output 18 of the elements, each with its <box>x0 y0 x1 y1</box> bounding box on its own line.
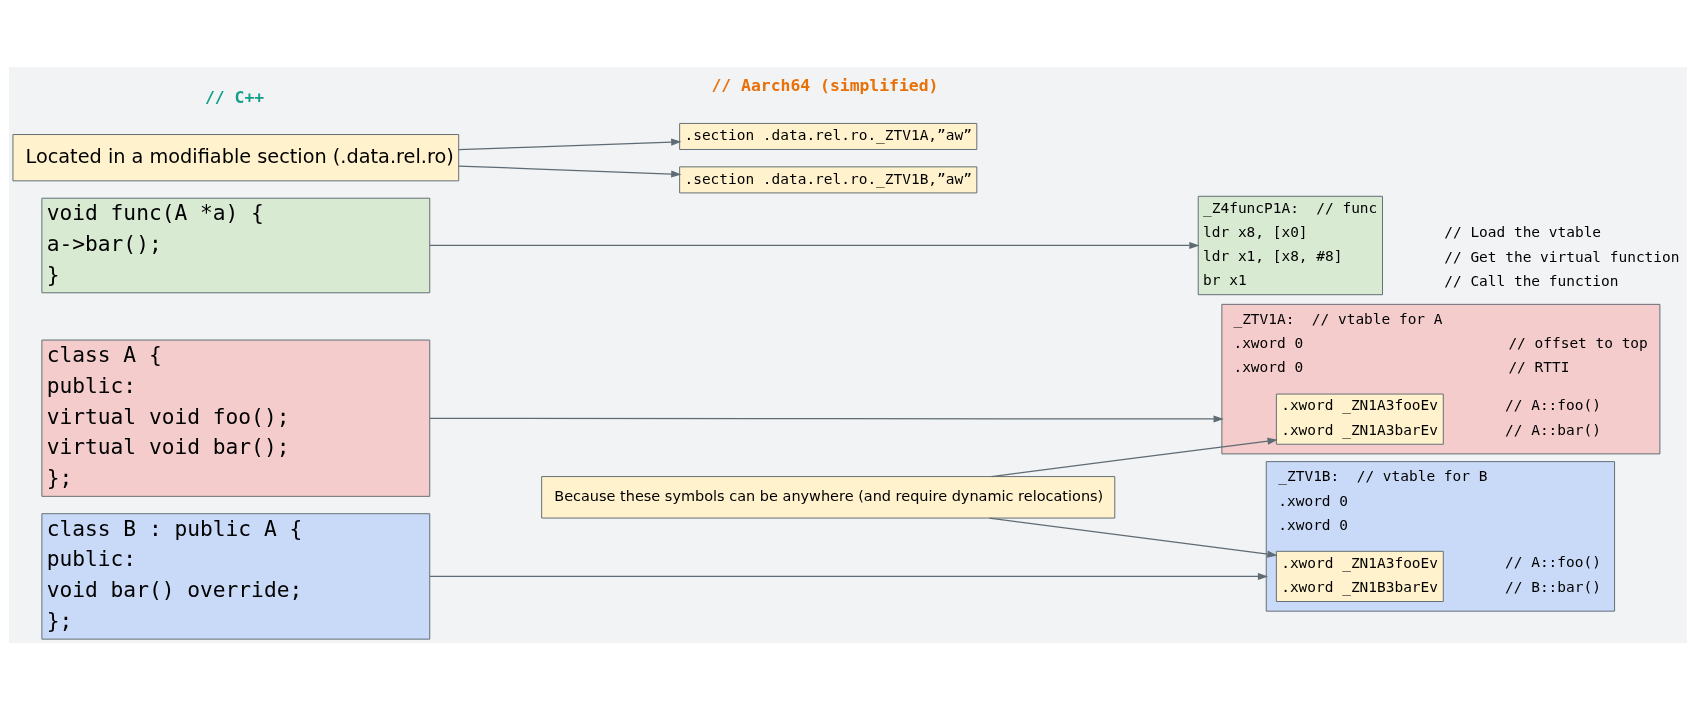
label: // C++ <box>204 87 265 107</box>
node-label: // Get the virtual function <box>1444 248 1680 265</box>
node-label: // A::bar() <box>1505 421 1601 438</box>
arrow <box>429 241 1200 249</box>
node-label: // offset to top <box>1508 334 1648 351</box>
arrow <box>429 414 1224 423</box>
arrow <box>988 516 1278 558</box>
label: // Aarch64 (simplified) <box>711 75 939 95</box>
node-label: // B::bar() <box>1505 578 1601 595</box>
node-label: // A::foo() <box>1505 553 1601 570</box>
arrow <box>458 164 682 178</box>
arrow <box>429 572 1269 580</box>
node-label: // Load the vtable <box>1444 223 1602 240</box>
node-label: // RTTI <box>1508 358 1570 375</box>
node-label: // A::foo() <box>1505 396 1601 413</box>
node-label: // Call the function <box>1444 272 1619 289</box>
arrow <box>990 437 1278 477</box>
arrow <box>458 138 682 150</box>
